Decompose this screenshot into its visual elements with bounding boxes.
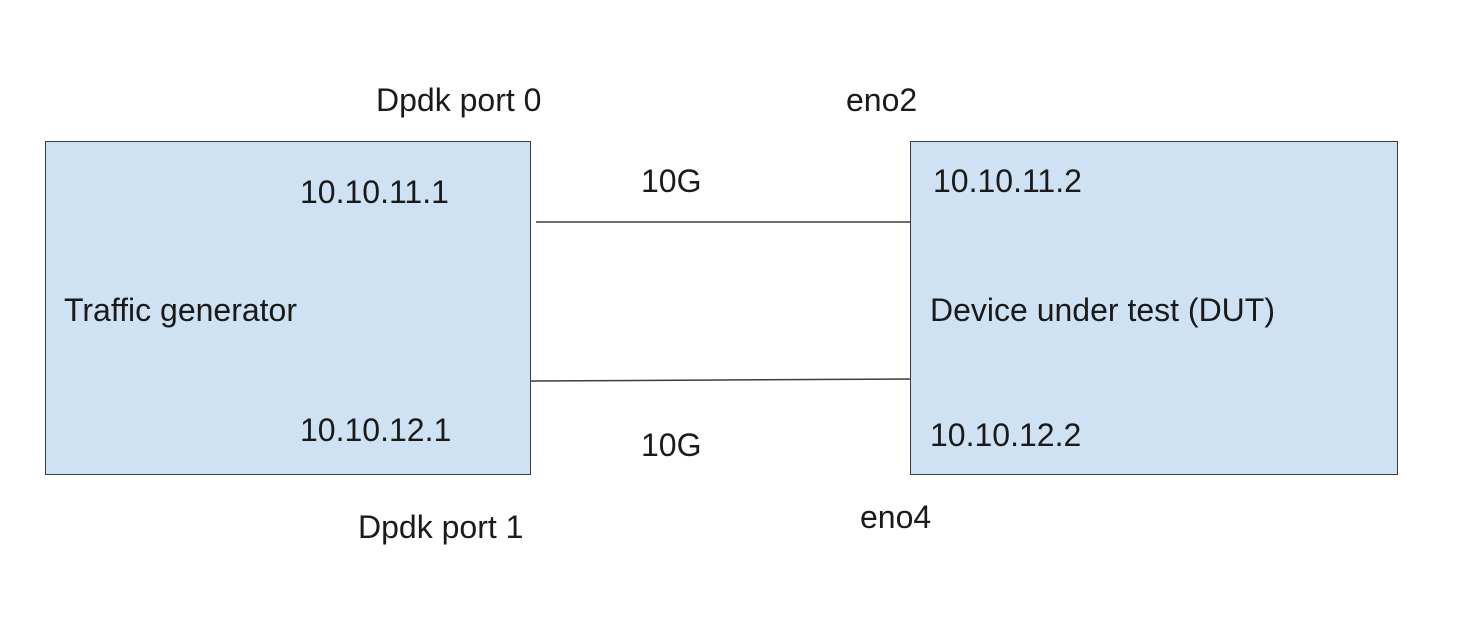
link-top-speed: 10G	[641, 163, 702, 199]
link-bottom-speed: 10G	[641, 427, 702, 463]
eno2-label: eno2	[846, 82, 918, 118]
eno4-label: eno4	[860, 499, 932, 535]
dut-ip-bottom: 10.10.12.2	[930, 417, 1082, 453]
tg-ip-port1: 10.10.12.1	[300, 412, 452, 448]
dut-label: Device under test (DUT)	[930, 292, 1275, 328]
traffic-generator-box	[45, 141, 531, 475]
dut-ip-top: 10.10.11.2	[933, 163, 1082, 199]
dut-box	[910, 141, 1398, 475]
tg-ip-port0: 10.10.11.1	[300, 174, 449, 210]
dpdk-port1-label: Dpdk port 1	[358, 509, 524, 545]
link-bottom-line	[530, 378, 915, 382]
tg-label: Traffic generator	[64, 292, 297, 328]
dpdk-port0-label: Dpdk port 0	[376, 82, 542, 118]
